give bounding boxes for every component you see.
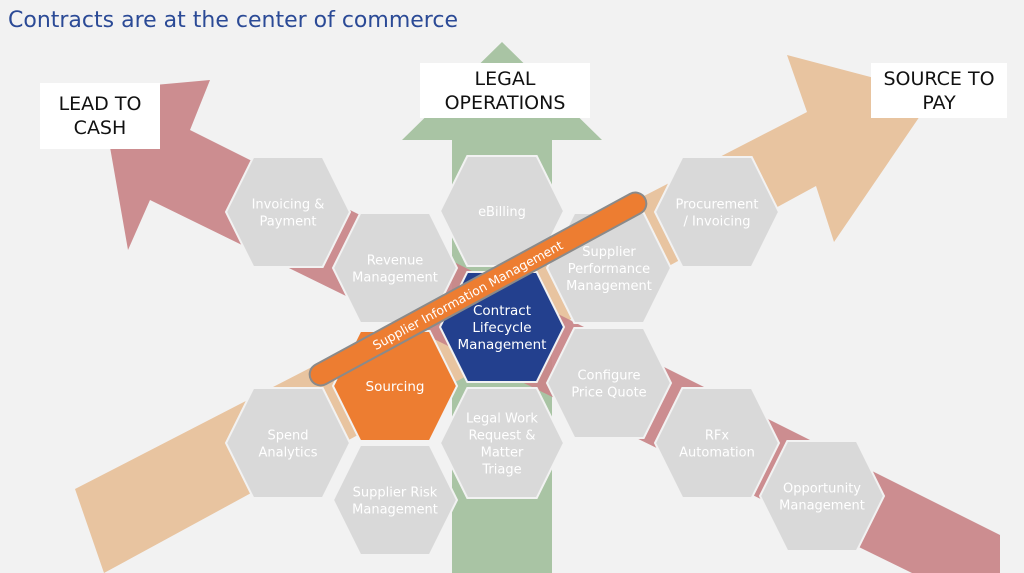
hexagon-label: Request & — [468, 429, 535, 444]
hexagon-label: eBilling — [478, 205, 526, 220]
hexagon-shape — [331, 444, 459, 556]
hexagon-label: Sourcing — [366, 379, 425, 395]
hexagon-shape — [224, 156, 352, 268]
hexagon-label: Analytics — [258, 446, 317, 461]
hexagon-label: Revenue — [367, 254, 424, 269]
hexagon-procurement-invoicing: Procurement / Invoicing — [653, 156, 781, 268]
hexagon-label: Supplier — [582, 245, 636, 260]
hexagon-label: Opportunity — [783, 482, 861, 497]
hexagon-label: Contract — [473, 303, 531, 319]
hexagon-shape — [653, 156, 781, 268]
hexagon-label: Procurement — [675, 198, 758, 213]
hexagon-label: Triage — [481, 463, 521, 478]
hexagon-shape — [331, 212, 459, 324]
hexagon-ebilling: eBilling — [438, 155, 566, 267]
band-shape — [308, 191, 648, 387]
hexagon-label: Spend — [268, 429, 309, 444]
hexagon-label: Price Quote — [571, 386, 646, 401]
hexagon-shape — [438, 387, 566, 499]
page-title: Contracts are at the center of commerce — [8, 8, 458, 33]
hexagon-label: Payment — [260, 215, 317, 230]
lead-to-cash-label: LEAD TO CASH — [40, 83, 160, 149]
hexagon-label: Lifecycle — [472, 320, 531, 336]
hexagon-label: Management — [779, 499, 865, 514]
hexagon-label: Supplier Risk — [353, 486, 438, 501]
hexagon-shape — [224, 387, 352, 499]
hexagon-label: Matter — [481, 446, 524, 461]
hexagon-shape — [438, 155, 566, 267]
hexagon-invoicing-payment: Invoicing & Payment — [224, 156, 352, 268]
hexagon-label: Management — [566, 279, 652, 294]
hexagon-label: Management — [458, 337, 547, 353]
hexagon-label: Management — [352, 503, 438, 518]
hexagon-shape — [545, 327, 673, 439]
hexagon-label: Automation — [679, 446, 755, 461]
hexagon-label: Invoicing & — [252, 198, 325, 213]
hexagon-label: Configure — [577, 369, 640, 384]
hexagon-label: Performance — [568, 262, 650, 277]
hexagon-label: / Invoicing — [683, 215, 750, 230]
hexagon-label: Legal Work — [466, 412, 538, 427]
hexagon-label: Management — [352, 271, 438, 286]
hexagon-shape — [758, 440, 886, 552]
hexagon-label: RFx — [705, 429, 730, 444]
source-to-pay-label: SOURCE TO PAY — [871, 63, 1007, 118]
legal-operations-label: LEGAL OPERATIONS — [420, 63, 590, 118]
hexagon-shape — [653, 387, 781, 499]
